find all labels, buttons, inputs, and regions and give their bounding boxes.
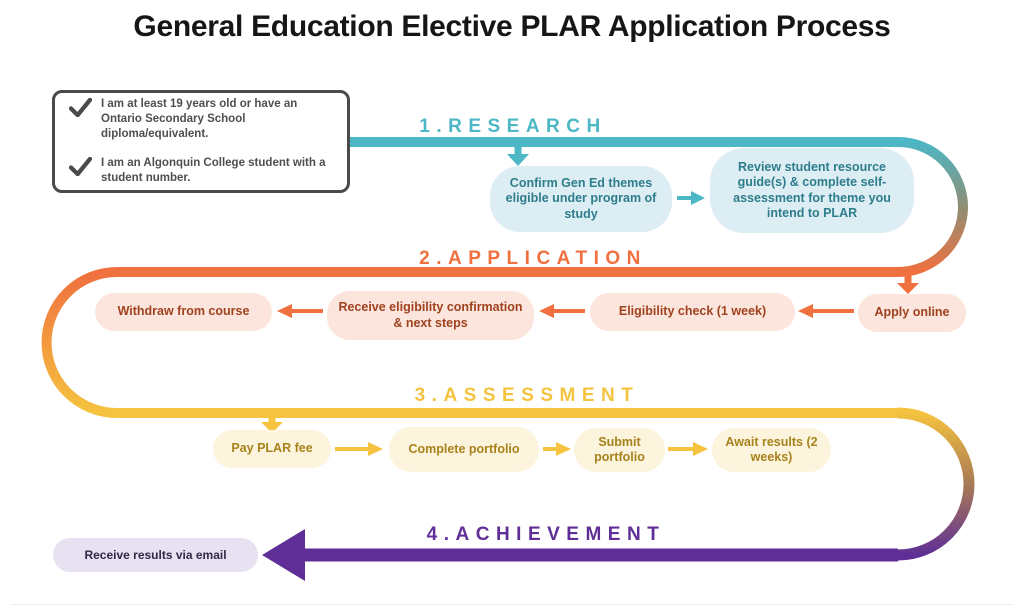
checkmark-icon <box>69 97 92 117</box>
step-bubble-complete-portfolio: Complete portfolio <box>389 427 539 472</box>
drop-arrow-assessment-icon <box>261 416 283 433</box>
step-bubble-await-results: Await results (2 weeks) <box>712 428 831 472</box>
flow-path-research <box>346 137 968 277</box>
prerequisite-item: I am an Algonquin College student with a… <box>69 156 335 186</box>
step-arrow-icon <box>335 442 708 456</box>
step-bubble-pay-fee: Pay PLAR fee <box>213 430 331 468</box>
drop-arrow-research-icon <box>507 144 529 166</box>
prerequisite-item: I am at least 19 years old or have an On… <box>69 97 335 143</box>
step-bubble-submit-portfolio: Submit portfolio <box>574 428 665 472</box>
big-arrowhead-icon <box>262 529 305 581</box>
step-arrow-icon <box>677 191 705 205</box>
flow-path-application <box>41 267 898 418</box>
step-bubble-eligibility-check: Eligibility check (1 week) <box>590 293 795 331</box>
flow-path-assessment <box>117 407 975 561</box>
prerequisite-text: I am at least 19 years old or have an On… <box>101 97 298 140</box>
checkmark-icon <box>69 157 92 177</box>
bottom-divider <box>10 604 1014 605</box>
step-bubble-withdraw-course: Withdraw from course <box>95 293 272 331</box>
flow-path-achievement <box>262 529 898 581</box>
step-arrow-icon <box>277 304 854 318</box>
step-bubble-review-guide: Review student resource guide(s) & compl… <box>710 148 914 233</box>
step-bubble-eligibility-confirmation: Receive eligibility confirmation & next … <box>327 291 534 340</box>
prerequisites-box: I am at least 19 years old or have an On… <box>52 90 350 193</box>
stage-label-research: 1.RESEARCH <box>419 116 607 137</box>
stage-label-application: 2.APPLICATION <box>419 248 647 269</box>
step-bubble-apply-online: Apply online <box>858 294 966 332</box>
drop-arrow-application-icon <box>897 275 919 294</box>
stage-label-achievement: 4.ACHIEVEMENT <box>426 524 666 545</box>
stage-label-assessment: 3.ASSESSMENT <box>414 385 640 406</box>
page-title: General Education Elective PLAR Applicat… <box>133 10 891 43</box>
step-bubble-receive-results: Receive results via email <box>53 538 258 572</box>
prerequisite-text: I am an Algonquin College student with a… <box>101 157 326 185</box>
step-bubble-confirm-themes: Confirm Gen Ed themes eligible under pro… <box>490 166 672 232</box>
